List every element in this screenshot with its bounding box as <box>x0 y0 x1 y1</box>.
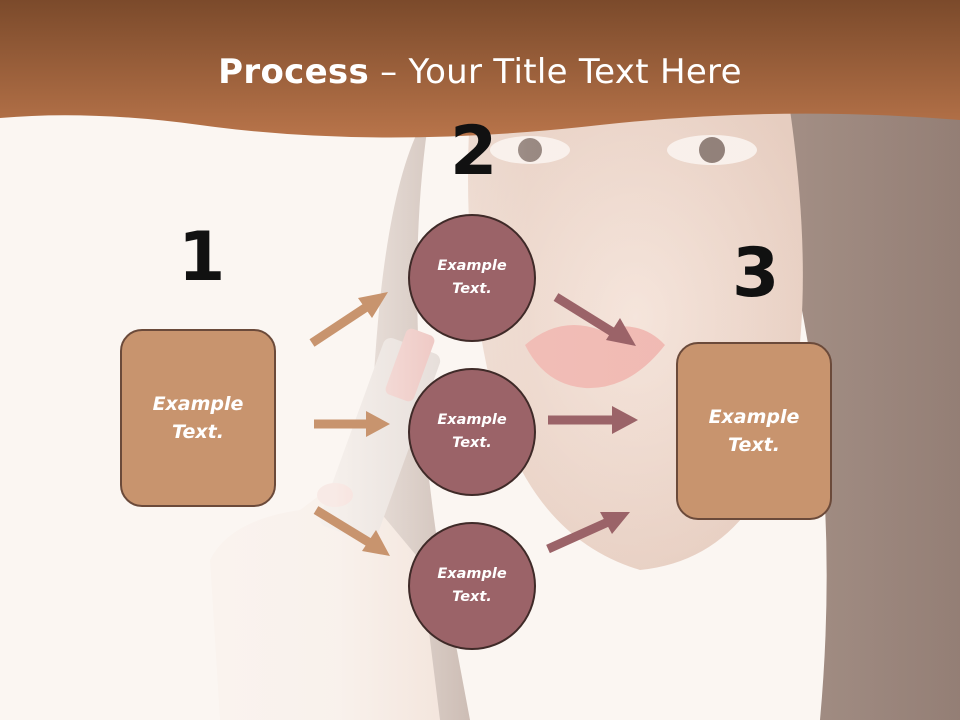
circle-top[interactable]: Example Text. <box>408 214 536 342</box>
left-text-box[interactable]: Example Text. <box>120 329 276 507</box>
circle-middle-line-1: Example <box>437 411 507 428</box>
title-bold: Process <box>218 52 370 92</box>
right-box-line-1: Example <box>708 405 800 428</box>
step-number-3: 3 <box>732 234 780 313</box>
arrow-left-down-icon <box>313 506 390 556</box>
right-box-line-2: Text. <box>728 434 780 456</box>
circle-bottom[interactable]: Example Text. <box>408 522 536 650</box>
step-number-2: 2 <box>450 112 498 191</box>
step-number-1: 1 <box>178 218 226 297</box>
circle-middle-line-2: Text. <box>452 435 492 451</box>
circle-bottom-line-1: Example <box>437 565 507 582</box>
right-text-box[interactable]: Example Text. <box>676 342 832 520</box>
arrow-left-up-icon <box>309 292 388 347</box>
title-rest: – Your Title Text Here <box>369 52 742 92</box>
arrow-right-up-icon <box>546 512 630 554</box>
circle-bottom-line-2: Text. <box>452 589 492 605</box>
left-box-line-1: Example <box>152 392 244 415</box>
arrow-right-down-icon <box>553 293 636 346</box>
slide-title: Process – Your Title Text Here <box>0 52 960 92</box>
circle-top-line-2: Text. <box>452 281 492 297</box>
circle-top-line-1: Example <box>437 257 507 274</box>
left-box-line-2: Text. <box>172 421 224 443</box>
arrow-right-middle-icon <box>548 406 638 434</box>
arrow-left-middle-icon <box>314 411 390 437</box>
circle-middle[interactable]: Example Text. <box>408 368 536 496</box>
